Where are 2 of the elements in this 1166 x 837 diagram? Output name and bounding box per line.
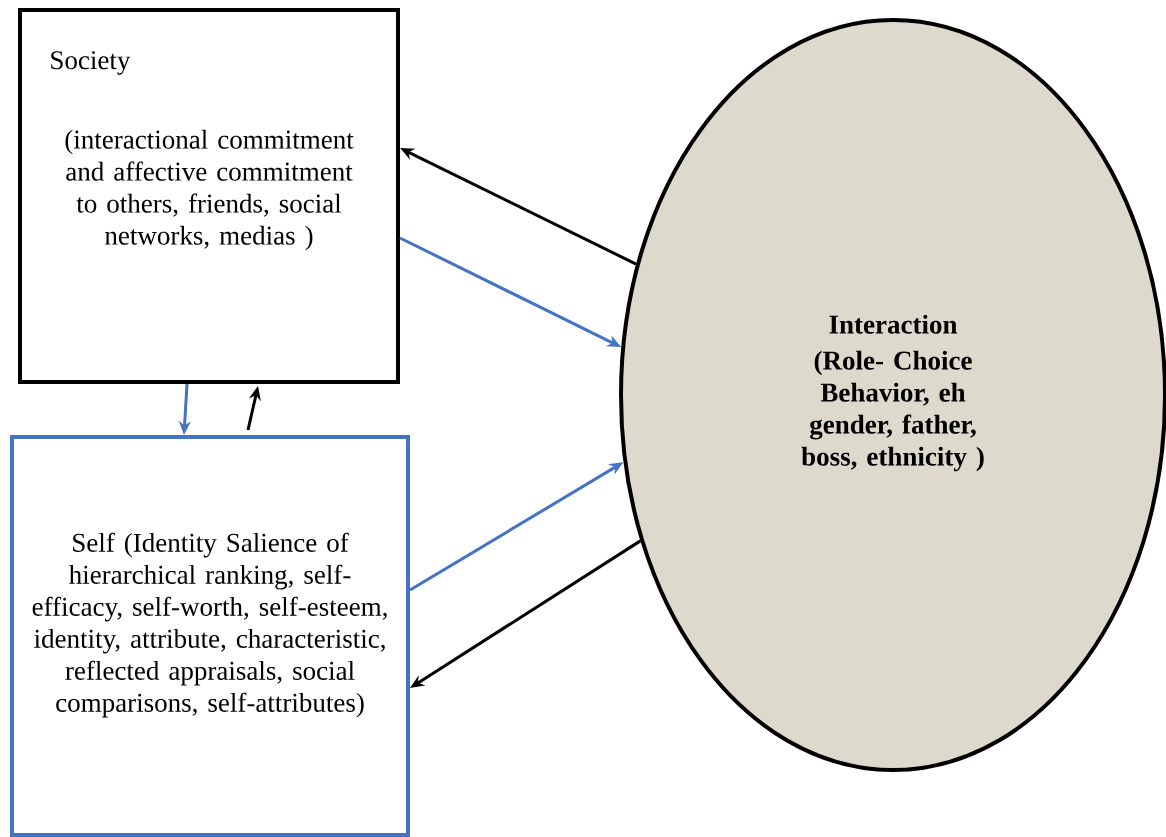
self-box: Self (Identity Salience of hierarchical ranking, self-efficacy, self-worth, self-esteem, identity, attribute, characteristic, reflected appraisals, social comparisons, self-attributes) xyxy=(10,435,410,837)
society-box: Society (interactional commitment and affective commitment to others, friends, social networks, medias ) xyxy=(18,8,400,384)
